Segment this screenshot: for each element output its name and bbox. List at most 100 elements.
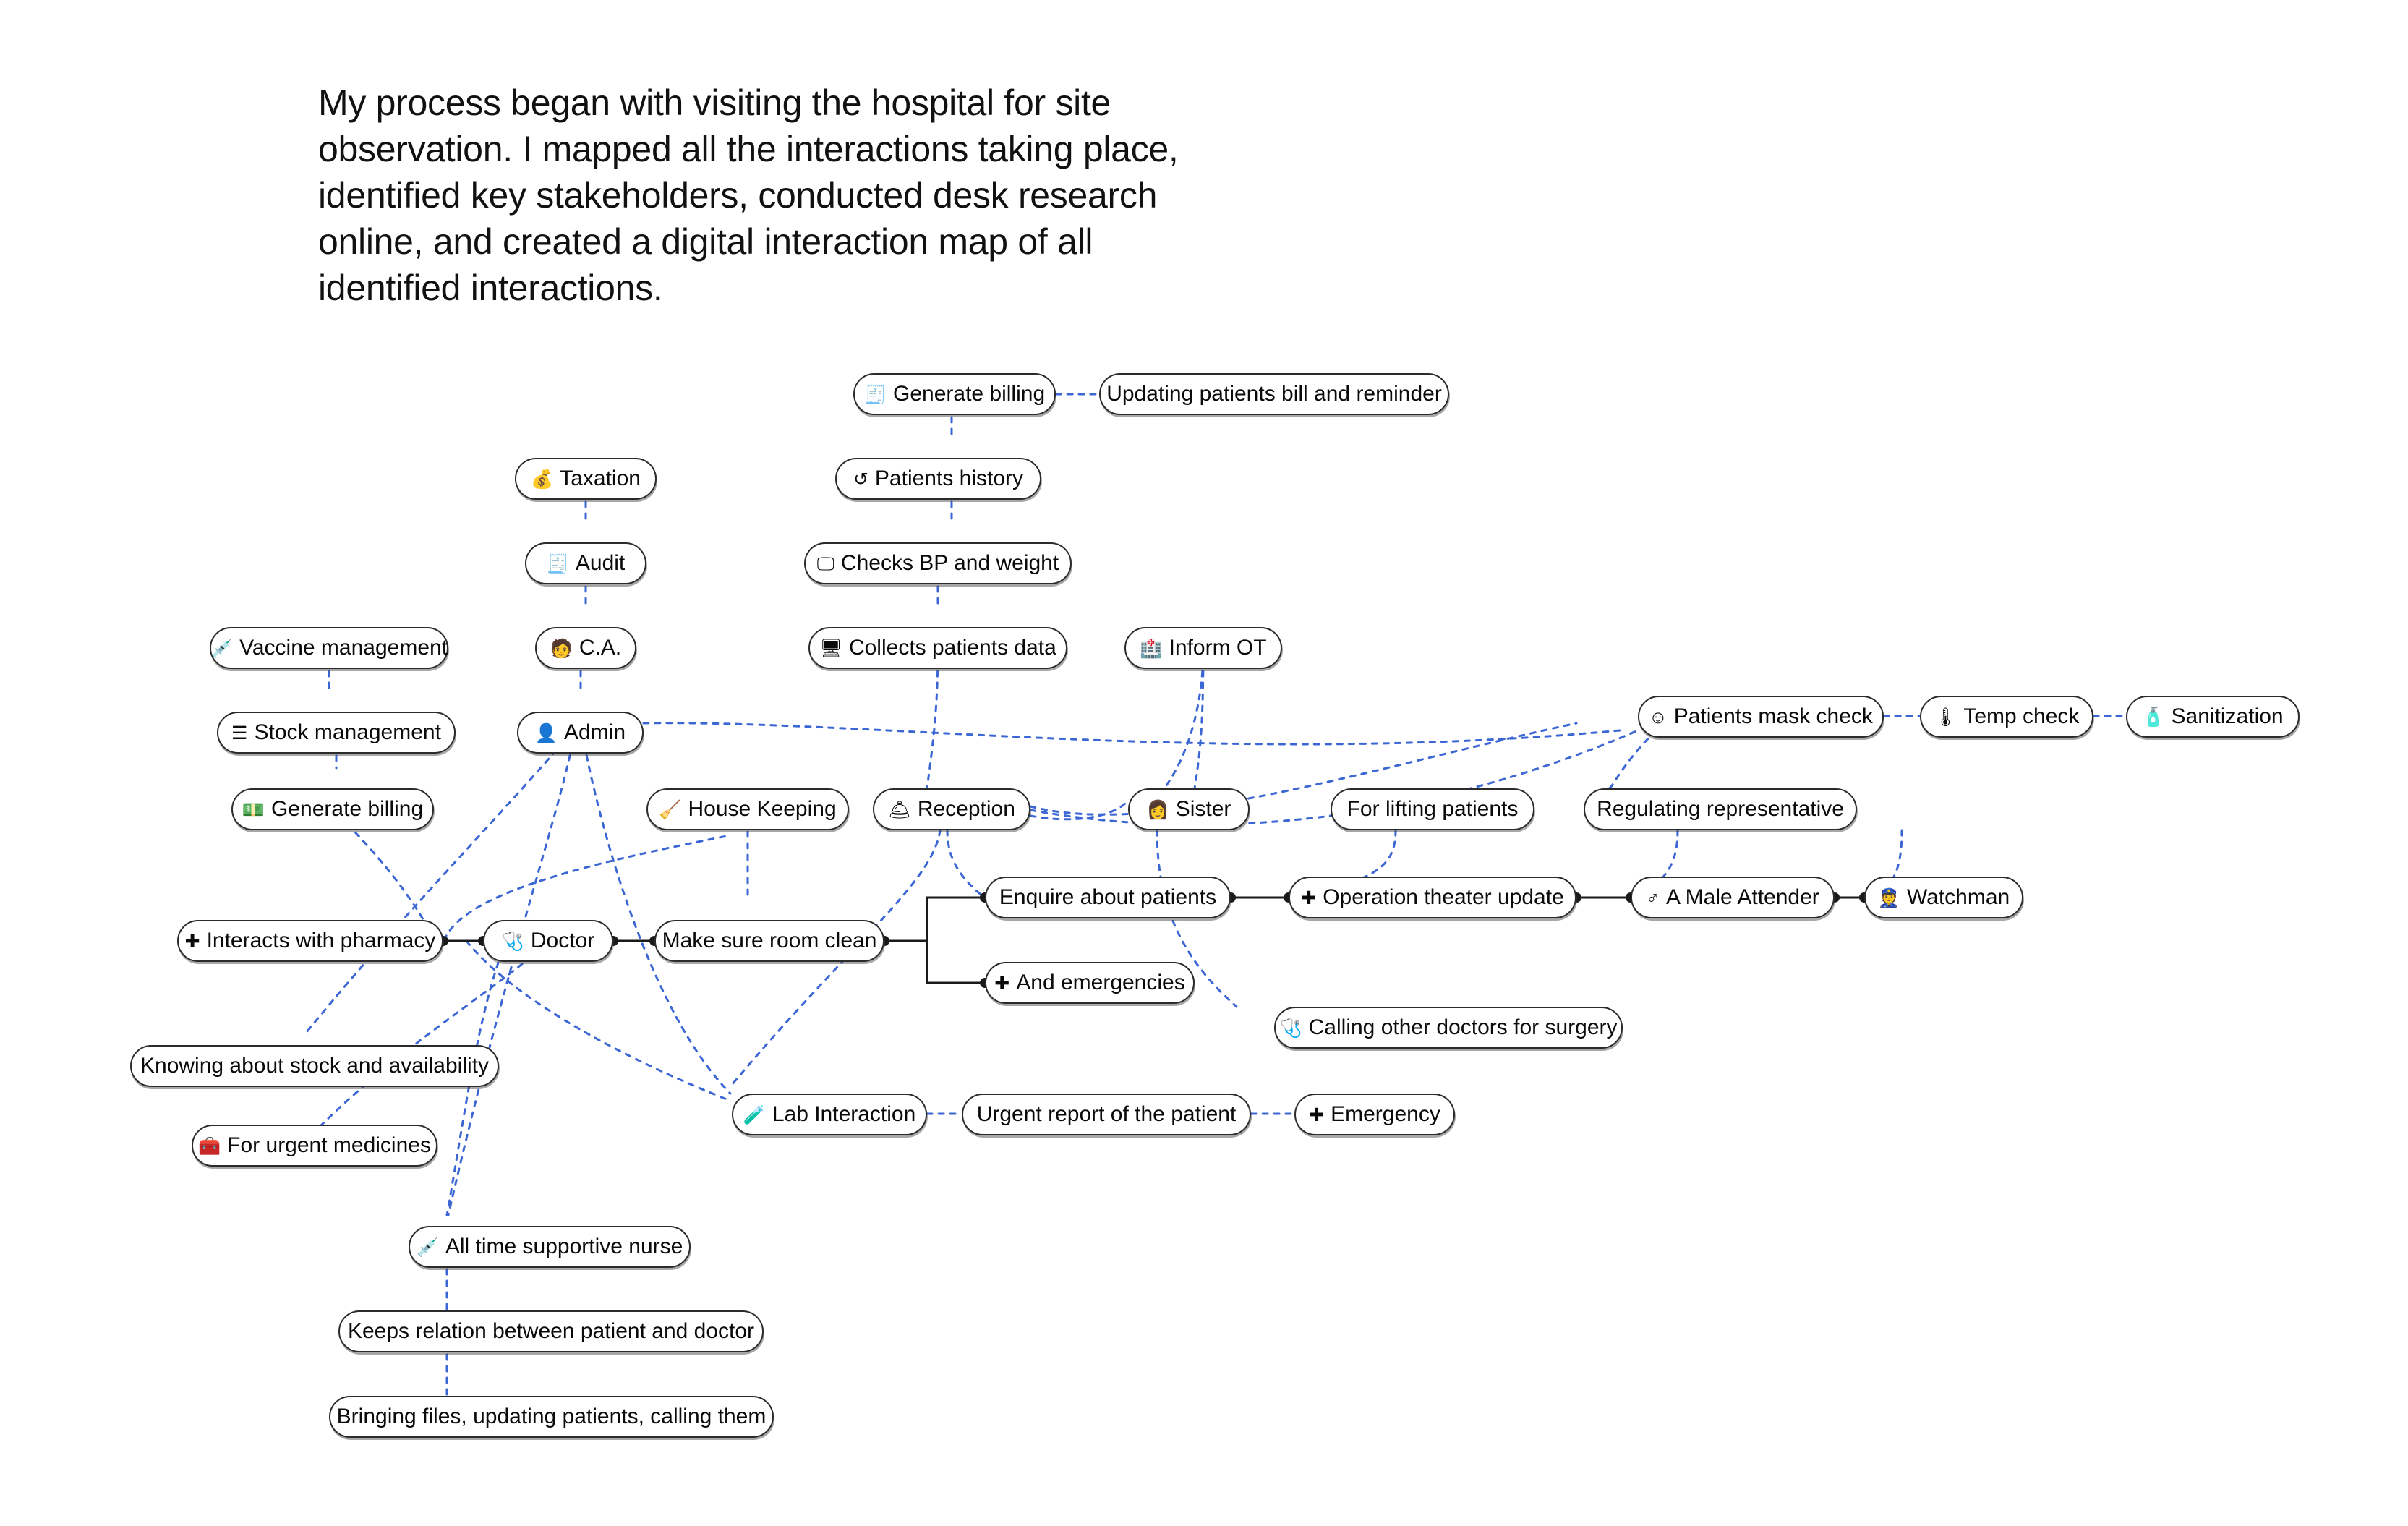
- node-label: Patients history: [874, 466, 1024, 490]
- plus-cross-icon: ✚: [994, 973, 1010, 994]
- node-label: Collects patients data: [848, 636, 1056, 660]
- node-operation_theater[interactable]: ✚ Operation theater update: [1289, 877, 1576, 918]
- node-label: Admin: [564, 720, 626, 744]
- node-bringing_files[interactable]: Bringing files, updating patients, calli…: [329, 1396, 774, 1438]
- node-ca[interactable]: 🧑C.A.: [535, 627, 636, 669]
- node-reception[interactable]: 🛎Reception: [873, 788, 1030, 830]
- node-vaccine_mgmt[interactable]: 💉Vaccine management: [210, 627, 448, 669]
- node-label: Stock management: [254, 720, 441, 744]
- node-label: Checks BP and weight: [840, 551, 1059, 575]
- node-label: Bringing files, updating patients, calli…: [336, 1404, 767, 1428]
- node-label: C.A.: [578, 636, 622, 660]
- stethoscope-icon: 🩺: [1279, 1018, 1302, 1039]
- sanitizer-bottle-icon: 🧴: [2142, 707, 2165, 728]
- node-label: Sister: [1175, 797, 1231, 821]
- node-interacts_pharmacy[interactable]: ✚ Interacts with pharmacy: [177, 920, 443, 962]
- node-keeps_relation[interactable]: Keeps relation between patient and docto…: [338, 1310, 764, 1352]
- ot-lamp-icon: 🏥: [1140, 638, 1163, 659]
- cleaning-icon: 🧹: [659, 799, 682, 820]
- node-patients_history[interactable]: ↺ Patients history: [835, 458, 1041, 500]
- node-label: Operation theater update: [1323, 885, 1564, 909]
- syringe-icon: 💉: [416, 1237, 439, 1258]
- accountant-icon: 🧑: [550, 638, 573, 659]
- node-label: Generate billing: [271, 797, 424, 821]
- syringe-icon: 💉: [210, 638, 234, 659]
- node-for_lifting[interactable]: For lifting patients: [1331, 788, 1534, 830]
- node-updating_bill[interactable]: Updating patients bill and reminder: [1099, 373, 1449, 415]
- plus-cross-icon: ✚: [1301, 887, 1317, 908]
- node-label: Knowing about stock and availability: [140, 1054, 489, 1078]
- node-and_emergencies[interactable]: ✚ And emergencies: [985, 962, 1195, 1004]
- stethoscope-icon: 🩺: [501, 931, 524, 952]
- node-label: All time supportive nurse: [445, 1235, 683, 1258]
- monitor-data-icon: 🖥: [819, 638, 842, 659]
- node-checks_bp[interactable]: 🖵Checks BP and weight: [804, 542, 1072, 584]
- node-emergency[interactable]: ✚ Emergency: [1294, 1094, 1455, 1135]
- node-label: A Male Attender: [1665, 885, 1819, 909]
- node-admin[interactable]: 👤 Admin: [517, 712, 644, 754]
- node-generate_billing_left[interactable]: 💵 Generate billing: [231, 788, 434, 830]
- node-label: Emergency: [1331, 1102, 1440, 1126]
- node-label: Urgent report of the patient: [976, 1102, 1237, 1126]
- receipt-icon: 🧾: [863, 384, 887, 405]
- node-knowing_stock[interactable]: Knowing about stock and availability: [130, 1045, 499, 1087]
- node-inform_ot[interactable]: 🏥 Inform OT: [1124, 627, 1282, 669]
- medkit-icon: 🧰: [198, 1135, 221, 1156]
- node-label: Generate billing: [893, 382, 1046, 406]
- node-house_keeping[interactable]: 🧹 House Keeping: [646, 788, 849, 830]
- node-label: House Keeping: [688, 797, 837, 821]
- node-label: Taxation: [560, 466, 641, 490]
- node-patients_mask[interactable]: ☺Patients mask check: [1638, 696, 1884, 738]
- node-lab_interaction[interactable]: 🧪Lab Interaction: [732, 1094, 927, 1135]
- node-urgent_medicines[interactable]: 🧰 For urgent medicines: [192, 1125, 437, 1167]
- node-sister[interactable]: 👩Sister: [1128, 788, 1250, 830]
- test-tube-icon: 🧪: [743, 1104, 766, 1125]
- node-make_room_clean[interactable]: Make sure room clean: [654, 920, 884, 962]
- node-urgent_report[interactable]: Urgent report of the patient: [962, 1094, 1251, 1135]
- audit-document-icon: 🧾: [546, 553, 569, 574]
- node-label: Reception: [917, 797, 1015, 821]
- node-supportive_nurse[interactable]: 💉 All time supportive nurse: [409, 1226, 691, 1268]
- node-label: For lifting patients: [1346, 797, 1519, 821]
- node-label: Audit: [575, 551, 626, 575]
- node-collects_data[interactable]: 🖥 Collects patients data: [808, 627, 1067, 669]
- node-label: Keeps relation between patient and docto…: [347, 1319, 755, 1343]
- node-regulating_rep[interactable]: Regulating representative: [1584, 788, 1857, 830]
- node-generate_billing_top[interactable]: 🧾 Generate billing: [853, 373, 1056, 415]
- node-label: Sanitization: [2171, 704, 2284, 728]
- male-icon: ♂: [1646, 887, 1660, 908]
- node-label: Watchman: [1906, 885, 2010, 909]
- node-sanitization[interactable]: 🧴 Sanitization: [2126, 696, 2300, 738]
- intro-paragraph: My process began with visiting the hospi…: [318, 82, 1179, 308]
- node-temp_check[interactable]: 🌡Temp check: [1920, 696, 2093, 738]
- node-label: Calling other doctors for surgery: [1308, 1015, 1618, 1039]
- node-label: And emergencies: [1016, 971, 1185, 994]
- node-taxation[interactable]: 💰 Taxation: [515, 458, 657, 500]
- history-icon: ↺: [853, 469, 868, 490]
- money-hand-icon: 💰: [531, 469, 554, 490]
- admin-user-icon: 👤: [534, 722, 558, 743]
- node-audit[interactable]: 🧾 Audit: [525, 542, 646, 584]
- node-watchman[interactable]: 👮Watchman: [1864, 877, 2023, 918]
- mask-icon: ☺: [1649, 707, 1668, 728]
- node-label: Regulating representative: [1597, 797, 1844, 821]
- node-label: Make sure room clean: [662, 929, 877, 952]
- plus-cross-icon: ✚: [1309, 1104, 1325, 1125]
- cash-icon: 💵: [242, 799, 265, 820]
- plus-cross-icon: ✚: [184, 931, 200, 952]
- node-male_attender[interactable]: ♂A Male Attender: [1631, 877, 1835, 918]
- node-label: Enquire about patients: [999, 885, 1217, 909]
- node-stock_mgmt[interactable]: ☰ Stock management: [217, 712, 456, 754]
- node-label: Vaccine management: [239, 636, 448, 660]
- node-enquire_patients[interactable]: Enquire about patients: [985, 877, 1231, 918]
- node-label: Interacts with pharmacy: [206, 929, 436, 952]
- node-label: Inform OT: [1169, 636, 1267, 660]
- node-label: Doctor: [530, 929, 595, 952]
- node-label: For urgent medicines: [227, 1133, 431, 1157]
- node-calling_doctors[interactable]: 🩺 Calling other doctors for surgery: [1274, 1007, 1623, 1049]
- node-label: Updating patients bill and reminder: [1106, 382, 1442, 406]
- layers-icon: ☰: [231, 722, 248, 743]
- node-doctor[interactable]: 🩺 Doctor: [483, 920, 613, 962]
